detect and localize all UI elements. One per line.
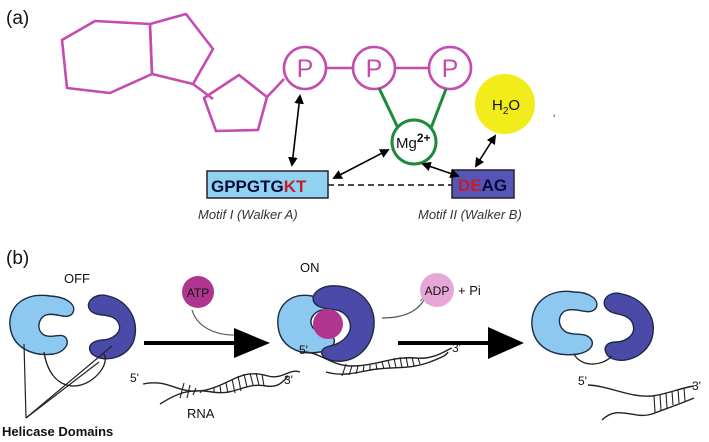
- motif-2-caption: Motif II (Walker B): [418, 207, 522, 222]
- triphosphate-chain: P P P: [282, 45, 473, 91]
- rna-5prime-3: 5': [578, 374, 587, 388]
- interaction-arrows: [288, 94, 497, 179]
- water-o: O: [508, 97, 520, 114]
- rna-3prime-3: 3': [692, 379, 701, 393]
- mg-charge: 2+: [417, 131, 431, 145]
- svg-text:P: P: [297, 55, 314, 83]
- helicase-domain-2-on: [312, 285, 375, 362]
- rna-3prime-1: 3': [284, 373, 293, 387]
- helicase-domain-2-off: [87, 294, 136, 360]
- rna-5prime-1: 5': [130, 371, 139, 385]
- phosphate-beta: P: [351, 45, 397, 91]
- bound-atp: [313, 309, 343, 339]
- svg-text:GPPGTGKT: GPPGTGKT: [211, 177, 307, 196]
- adenine-base-icon: [60, 12, 215, 101]
- svg-text:ATP: ATP: [187, 286, 209, 300]
- helicase-domain-1-released: [531, 290, 598, 356]
- svg-text:H2O: H2O: [492, 97, 520, 117]
- water-h: H: [492, 97, 503, 114]
- helicase-domains-label: Helicase Domains: [2, 424, 113, 439]
- arrow-phosphate-motif1: [288, 94, 304, 167]
- rna-strand-1: [142, 370, 301, 405]
- panel-a-label: (a): [6, 8, 29, 29]
- off-state-label: OFF: [64, 271, 90, 286]
- phosphate-gamma: P: [427, 45, 473, 91]
- magnesium-ion: Mg2+: [390, 118, 438, 166]
- rna-strand-3: [587, 384, 695, 421]
- motif-1-key-residues: KT: [284, 177, 307, 196]
- motif-2-sequence: AG: [482, 176, 508, 195]
- svg-text:Mg2+: Mg2+: [396, 131, 431, 152]
- motif-1-sequence: GPPGTG: [211, 177, 284, 196]
- svg-text:ADP: ADP: [425, 284, 450, 298]
- adp-molecule: ADP: [420, 273, 454, 307]
- mg-coordination-line: [429, 88, 448, 129]
- transition-arrow-1: [144, 328, 270, 358]
- adp-release-arrow: [381, 296, 426, 319]
- stray-dot: ': [553, 112, 555, 126]
- sugar-phosphate-bond: [266, 78, 285, 98]
- atp-molecule: ATP: [182, 276, 214, 308]
- helicase-domain-2-released: [603, 292, 654, 361]
- mg-coordination-line: [377, 87, 400, 129]
- svg-text:P: P: [366, 55, 383, 83]
- rna-3prime-2: 3': [452, 341, 461, 355]
- domain-linker-released: [573, 353, 613, 365]
- mg-symbol: Mg: [396, 135, 417, 152]
- ribose-sugar-icon: [202, 73, 269, 133]
- rna-strand-2: [299, 347, 453, 377]
- helicase-domain-1-off: [9, 294, 75, 356]
- motif-2-box: DEAG: [451, 169, 515, 199]
- helicase-domains-pointer: [23, 343, 113, 419]
- transition-arrow-2: [398, 327, 524, 359]
- arrow-mg-motif1: [332, 149, 390, 179]
- rna-5prime-2: 5': [299, 343, 308, 357]
- phosphate-alpha: P: [282, 45, 328, 91]
- pi-label: + Pi: [458, 283, 481, 298]
- panel-b-label: (b): [6, 248, 29, 269]
- water-molecule: H2O: [475, 74, 535, 134]
- svg-text:DEAG: DEAG: [458, 176, 507, 195]
- domain-linker: [43, 351, 106, 387]
- svg-text:P: P: [442, 55, 459, 83]
- motif-2-key-residues: DE: [458, 176, 482, 195]
- water-sub: 2: [503, 106, 509, 117]
- rna-label: RNA: [187, 406, 215, 421]
- arrow-water-motif2: [474, 134, 497, 168]
- motif-1-caption: Motif I (Walker A): [198, 207, 298, 222]
- on-state-label: ON: [300, 260, 320, 275]
- arrow-mg-motif2: [421, 161, 460, 179]
- motif-1-box: GPPGTGKT: [206, 170, 329, 199]
